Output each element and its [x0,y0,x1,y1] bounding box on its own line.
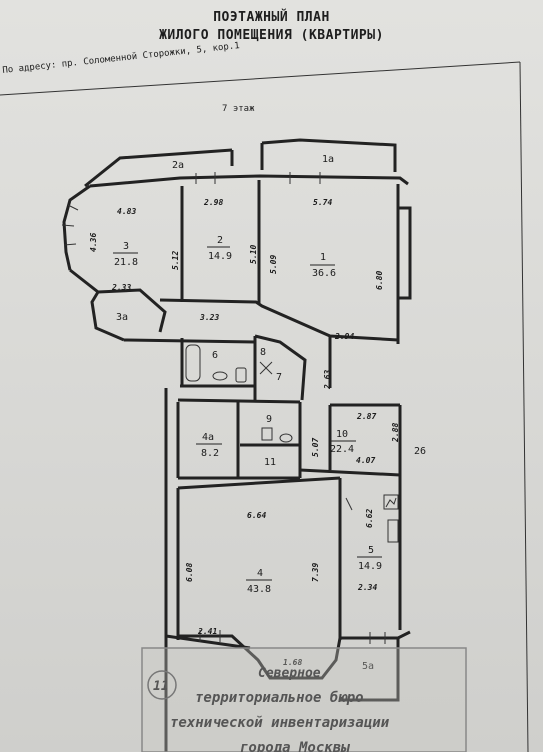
dim-2-33: 2.33 [111,283,131,292]
dim-3-23: 3.23 [199,313,219,322]
room-5-area: 14.9 [358,561,382,572]
room-8-label: 8 [260,347,266,358]
room-3-number: 3 [123,241,129,252]
room-9-label: 9 [266,414,272,425]
dim-6-80: 6.80 [375,271,384,290]
side-26-label: 26 [414,446,426,457]
room-1-number: 1 [320,252,326,263]
balcony-1a-label: 1а [322,154,334,165]
room-3a-label: 3а [116,312,128,323]
floor-label: 7 этаж [222,104,255,114]
room-7-label: 7 [276,372,282,383]
room-4-area: 43.8 [247,584,271,595]
balcony-2a-label: 2а [172,160,184,171]
stamp-line-3: технической инвентаризации [170,715,390,731]
dim-6-08: 6.08 [185,563,194,582]
dim-2-34: 2.34 [357,583,377,592]
form-frame [0,61,529,752]
room-5a-label: 5а [362,661,374,672]
document-subtitle: ЖИЛОГО ПОМЕЩЕНИЯ (КВАРТИРЫ) [159,28,384,43]
room-5-number: 5 [368,545,374,556]
dim-1-68: 1.68 [283,658,302,667]
document-title: ПОЭТАЖНЫЙ ПЛАН [213,10,330,25]
dim-5-07: 5.07 [311,438,320,457]
dim-4-83: 4.83 [117,207,136,216]
dim-2-87: 2.87 [356,412,376,421]
room-3-area: 21.8 [114,257,138,268]
room-10-number: 10 [336,429,348,440]
dim-6-64: 6.64 [247,511,266,520]
room-labels: 1 36.6 2 14.9 3 21.8 4 43.8 4а 8.2 5 14.… [113,154,426,672]
room-1-area: 36.6 [312,268,336,279]
stamp-line-2: территориальное бюро [195,690,364,706]
fixtures [185,344,399,543]
stamp-number-circle [147,670,177,700]
dimension-labels: 4.83 4.36 5.12 2.98 5.10 5.74 5.09 6.80 … [89,198,400,667]
dim-5-12: 5.12 [171,251,180,270]
dim-2-41: 2.41 [197,627,217,636]
room-4a-area: 8.2 [201,448,219,459]
dim-5-10: 5.10 [249,245,258,264]
dim-2-98: 2.98 [203,198,223,207]
dim-5-74: 5.74 [313,198,332,207]
room-4-number: 4 [257,568,263,579]
inventory-stamp: 11 Северное территориальное бюро техниче… [141,647,467,752]
stamp-number: 11 [153,679,169,694]
stamp-line-1: Северное [258,666,321,681]
dim-4-36: 4.36 [89,233,98,252]
room-10-area: 22.4 [330,444,354,455]
dim-7-39: 7.39 [311,563,320,582]
room-4a-number: 4а [202,432,214,443]
dim-6-62: 6.62 [365,509,374,528]
room-2-number: 2 [217,235,223,246]
dim-4-07: 4.07 [356,456,375,465]
room-6-label: 6 [212,350,218,361]
walls [62,138,412,752]
dim-5-09: 5.09 [269,255,278,274]
dim-2-63: 2.63 [323,370,332,390]
dim-2-94: 2.94 [334,332,354,341]
room-2-area: 14.9 [208,251,232,262]
stamp-line-4: города Москвы [240,740,350,752]
room-11-label: 11 [264,457,276,468]
dim-2-88: 2.88 [391,423,400,443]
window-marks [61,172,386,644]
